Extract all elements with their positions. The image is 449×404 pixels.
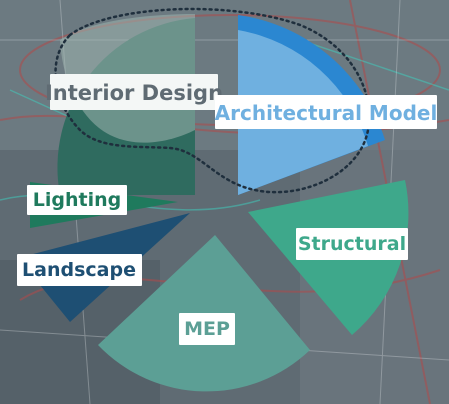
label-architectural-model: Architectural Model [215,95,438,129]
label-landscape-text: Landscape [22,259,136,281]
label-architectural-model-text: Architectural Model [215,101,438,125]
label-interior-design: Interior Design [45,74,223,110]
label-structural: Structural [296,228,408,260]
label-lighting-text: Lighting [33,189,121,211]
dotted-outline [54,7,371,194]
label-mep-text: MEP [184,318,230,340]
label-interior-design-text: Interior Design [45,81,223,105]
label-mep: MEP [179,313,235,345]
label-landscape: Landscape [17,254,142,286]
label-lighting: Lighting [27,185,127,215]
label-structural-text: Structural [298,233,406,255]
